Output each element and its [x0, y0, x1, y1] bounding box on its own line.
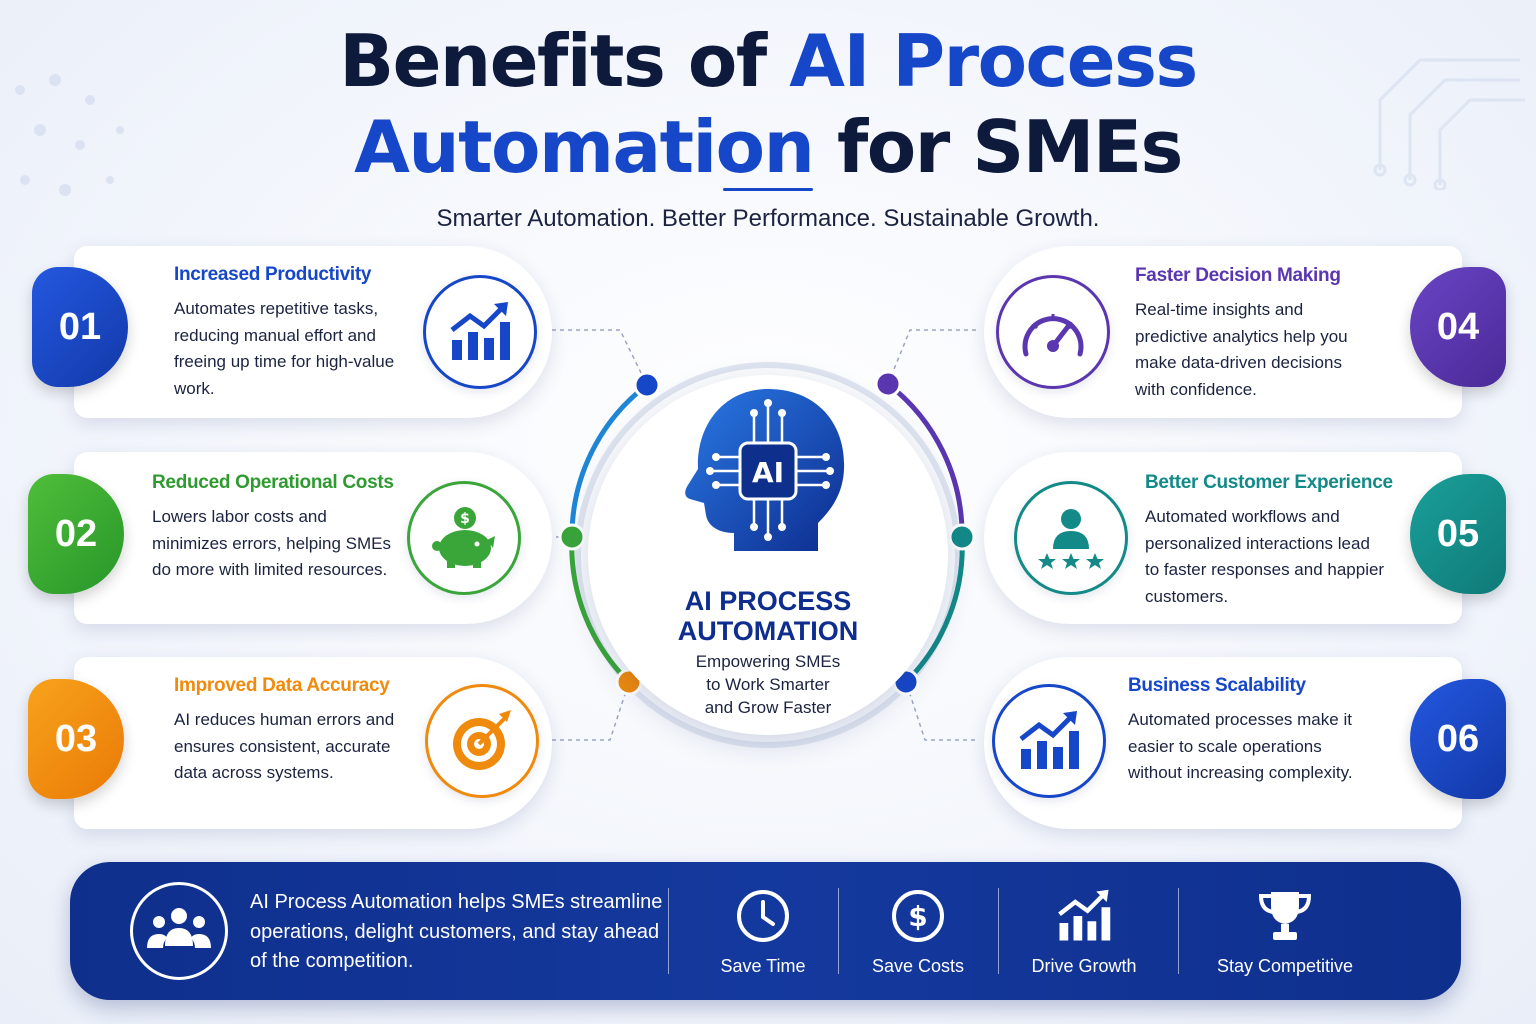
benefit-description: Automated workflows and personalized int… — [1145, 507, 1385, 606]
benefit-title: Increased Productivity — [174, 264, 372, 285]
benefit-number: 04 — [1410, 267, 1506, 387]
growth-chart-icon — [992, 684, 1106, 798]
piggy-bank-icon: $ — [407, 481, 521, 595]
center-subtitle: Empowering SMEs to Work Smarter and Grow… — [695, 652, 841, 717]
benefit-title: Better Customer Experience — [1145, 472, 1393, 493]
benefit-description: Automated processes make it easier to sc… — [1128, 710, 1353, 782]
benefit-title: Business Scalability — [1128, 675, 1306, 696]
speedometer-icon — [996, 275, 1110, 389]
benefit-title: Reduced Operational Costs — [152, 472, 394, 493]
benefit-label-save-costs: Save Costs — [871, 956, 965, 976]
dollar-icon: $ — [888, 886, 948, 946]
customer-rating-icon — [1014, 481, 1128, 595]
benefit-number: 06 — [1410, 679, 1506, 799]
trophy-icon — [1255, 886, 1315, 946]
benefit-label-save-time: Save Time — [720, 956, 806, 976]
benefit-number: 03 — [28, 679, 124, 799]
benefit-description: Real-time insights and predictive analyt… — [1135, 300, 1348, 399]
page-title: Benefits of AI Process Automation for SM… — [339, 19, 1198, 189]
svg-text:$: $ — [460, 511, 470, 527]
target-icon — [425, 684, 539, 798]
growth-chart-icon — [1054, 886, 1114, 946]
clock-icon — [733, 886, 793, 946]
center-title: AI PROCESS AUTOMATION — [677, 586, 859, 646]
benefit-title: Improved Data Accuracy — [174, 675, 390, 696]
banner-divider — [838, 888, 839, 974]
benefit-description: Lowers labor costs and minimizes errors,… — [152, 507, 392, 579]
growth-chart-icon — [423, 275, 537, 389]
summary-banner — [70, 862, 1461, 1000]
benefit-title: Faster Decision Making — [1135, 265, 1341, 286]
benefit-label-stay-competitive: Stay Competitive — [1216, 956, 1354, 976]
banner-divider — [668, 888, 669, 974]
summary-text: AI Process Automation helps SMEs streaml… — [250, 891, 663, 972]
benefit-number: 02 — [28, 474, 124, 594]
page-subtitle: Smarter Automation. Better Performance. … — [436, 205, 1100, 232]
benefit-number: 01 — [32, 267, 128, 387]
benefit-description: Automates repetitive tasks, reducing man… — [174, 299, 395, 398]
benefit-number: 05 — [1410, 474, 1506, 594]
benefit-description: AI reduces human errors and ensures cons… — [174, 710, 395, 782]
banner-divider — [998, 888, 999, 974]
svg-text:$: $ — [908, 900, 927, 933]
title-underline — [723, 188, 813, 191]
team-icon — [130, 882, 228, 980]
banner-divider — [1178, 888, 1179, 974]
benefit-label-drive-growth: Drive Growth — [1031, 956, 1137, 976]
